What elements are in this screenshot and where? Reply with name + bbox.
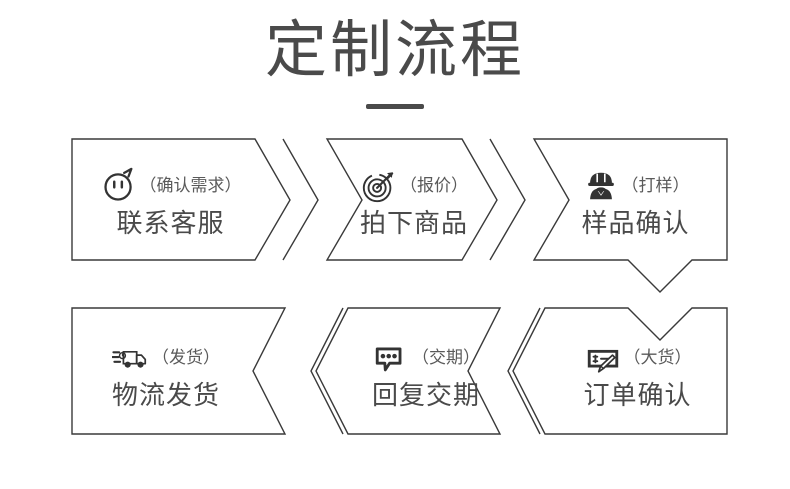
step-6-name: 物流发货 <box>111 381 220 411</box>
step-6-header: （发货） <box>112 338 220 378</box>
step-4-sub: （大货） <box>623 348 692 368</box>
step-3[interactable]: （打样） 样品确认 <box>548 142 723 263</box>
step-5-header: （交期） <box>372 338 480 378</box>
step-4-name: 订单确认 <box>583 381 692 411</box>
arrow-bottom-5-to-4 <box>507 307 541 435</box>
step-2-sub: （报价） <box>400 175 468 196</box>
step-6-sub: （发货） <box>152 348 220 368</box>
worker-hardhat-icon <box>582 167 620 205</box>
title-divider <box>366 104 424 109</box>
arrow-top-1-to-2 <box>282 138 319 261</box>
step-4-header: （大货） <box>584 338 692 378</box>
step-6[interactable]: （发货） 物流发货 <box>80 312 252 438</box>
step-1[interactable]: （确认需求） 联系客服 <box>78 142 263 263</box>
step-5[interactable]: （交期） 回复交期 <box>350 312 502 438</box>
step-1-header: （确认需求） <box>100 166 242 206</box>
chat-bubble-dots-icon <box>372 339 410 377</box>
smiley-speech-bubble-icon <box>100 167 138 205</box>
arrow-bottom-6-to-5 <box>310 307 344 435</box>
step-3-sub: （打样） <box>621 175 690 196</box>
step-2[interactable]: （报价） 拍下商品 <box>334 142 494 263</box>
step-3-header: （打样） <box>582 166 690 206</box>
step-1-name: 联系客服 <box>116 208 225 239</box>
target-dart-icon <box>360 167 398 205</box>
step-4[interactable]: （大货） 订单确认 <box>550 312 725 438</box>
header: 定制流程 <box>0 0 790 128</box>
step-1-sub: （确认需求） <box>139 175 242 196</box>
step-3-name: 样品确认 <box>581 208 690 239</box>
page-title: 定制流程 <box>264 13 525 86</box>
cheque-pen-icon <box>584 339 622 377</box>
step-2-header: （报价） <box>360 166 468 206</box>
step-5-name: 回复交期 <box>371 381 480 411</box>
step-5-sub: （交期） <box>412 348 480 368</box>
arrow-top-2-to-3 <box>489 138 526 261</box>
step-2-name: 拍下商品 <box>359 208 468 239</box>
delivery-truck-icon <box>112 339 150 377</box>
